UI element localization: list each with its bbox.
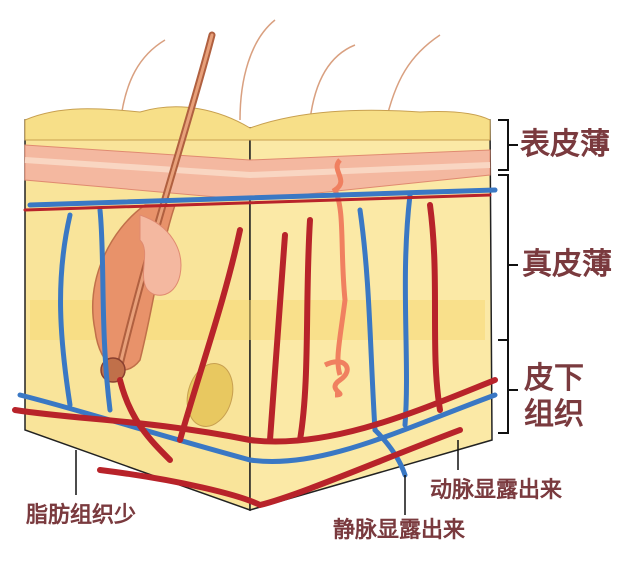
sebaceous-gland	[139, 214, 182, 296]
epidermis-label: 表皮薄	[520, 127, 610, 162]
callout-lines	[75, 440, 459, 515]
arteries	[12, 193, 498, 509]
subcutaneous-label-line2: 组织	[524, 397, 584, 432]
skin-surface	[24, 106, 491, 141]
vein-callout: 静脉显露出来	[333, 518, 466, 543]
sweat-gland	[323, 158, 350, 398]
artery-callout: 动脉显露出来	[430, 478, 563, 503]
layer-brackets	[498, 119, 518, 434]
dermis-label: 真皮薄	[522, 247, 612, 282]
fat-tissue-callout: 脂肪组织少	[26, 503, 137, 528]
subcutaneous-label-line1: 皮下	[524, 361, 584, 396]
veins	[17, 187, 498, 478]
